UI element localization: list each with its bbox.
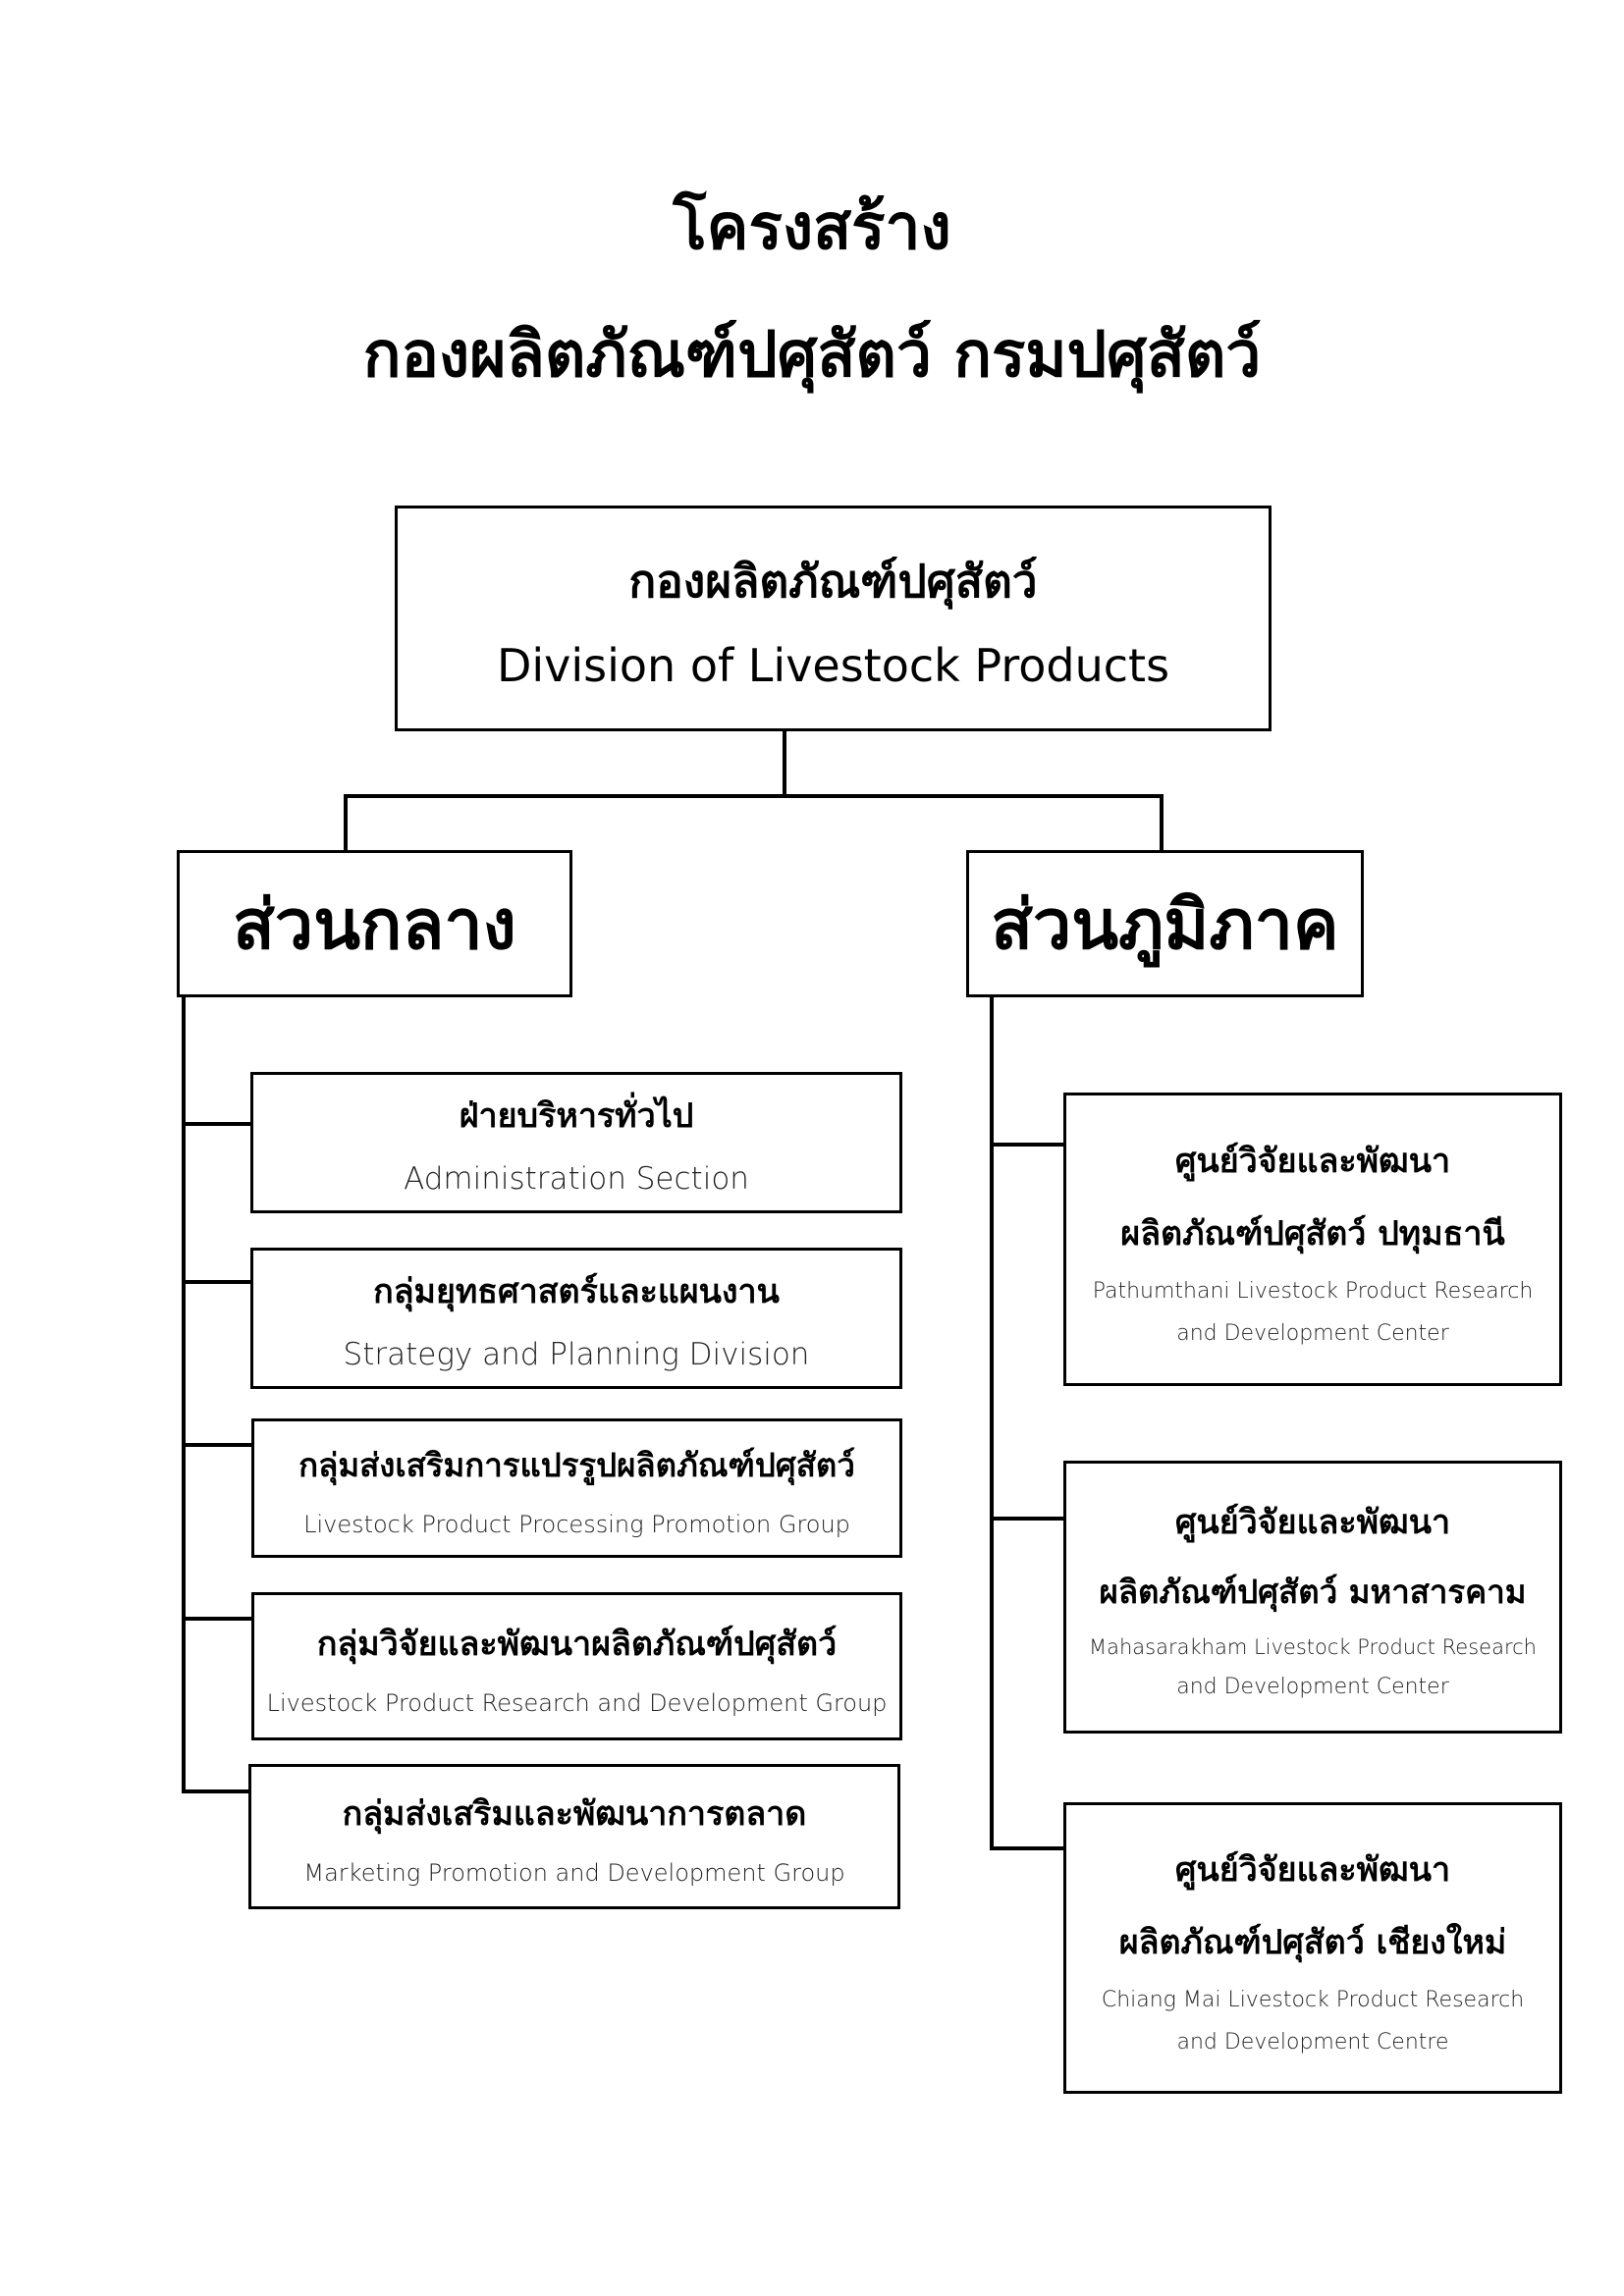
unit-english-name: Livestock Product Research and Developme…	[266, 1688, 888, 1717]
unit-thai-name: ฝ่ายบริหารทั่วไป	[459, 1096, 694, 1136]
regional-unit-pathumthani: ศูนย์วิจัยและพัฒนา ผลิตภัณฑ์ปศุสัตว์ ปทุ…	[1063, 1093, 1562, 1386]
unit-english-name-2: and Development Center	[1176, 1320, 1449, 1346]
central-tick-5	[182, 1789, 251, 1793]
regional-connector	[1160, 794, 1164, 850]
root-thai-name: กองผลิตภัณฑ์ปศุสัตว์	[628, 554, 1038, 608]
regional-unit-chiangmai: ศูนย์วิจัยและพัฒนา ผลิตภัณฑ์ปศุสัตว์ เชี…	[1063, 1802, 1562, 2094]
root-connector	[783, 731, 786, 796]
unit-thai-name: กลุ่มส่งเสริมการแปรรูปผลิตภัณฑ์ปศุสัตว์	[298, 1445, 855, 1484]
central-tick-1	[182, 1122, 251, 1126]
unit-english-name-2: and Development Center	[1176, 1675, 1449, 1699]
central-connector	[344, 794, 348, 850]
unit-thai-name: กลุ่มส่งเสริมและพัฒนาการตลาด	[342, 1794, 807, 1834]
regional-unit-mahasarakham: ศูนย์วิจัยและพัฒนา ผลิตภัณฑ์ปศุสัตว์ มหา…	[1063, 1461, 1562, 1734]
central-tick-4	[182, 1617, 251, 1621]
central-unit-marketing: กลุ่มส่งเสริมและพัฒนาการตลาด Marketing P…	[248, 1764, 900, 1909]
regional-branch-label: ส่วนภูมิภาค	[991, 883, 1339, 965]
unit-thai-name-1: ศูนย์วิจัยและพัฒนา	[1174, 1141, 1451, 1181]
unit-english-name: Administration Section	[404, 1161, 749, 1197]
central-tick-3	[182, 1443, 251, 1447]
central-unit-processing: กลุ่มส่งเสริมการแปรรูปผลิตภัณฑ์ปศุสัตว์ …	[251, 1418, 902, 1558]
central-tick-2	[182, 1280, 251, 1284]
unit-thai-name-1: ศูนย์วิจัยและพัฒนา	[1174, 1503, 1451, 1542]
root-division-box: กองผลิตภัณฑ์ปศุสัตว์ Division of Livesto…	[395, 506, 1272, 731]
branch-crossbar	[344, 794, 1164, 798]
central-unit-research: กลุ่มวิจัยและพัฒนาผลิตภัณฑ์ปศุสัตว์ Live…	[251, 1592, 902, 1740]
unit-english-name-1: Chiang Mai Livestock Product Research	[1101, 1987, 1525, 2012]
root-english-name: Division of Livestock Products	[496, 638, 1170, 692]
central-branch-box: ส่วนกลาง	[177, 850, 572, 997]
regional-tick-3	[990, 1846, 1066, 1850]
unit-thai-name-2: ผลิตภัณฑ์ปศุสัตว์ ปทุมธานี	[1120, 1213, 1505, 1254]
unit-english-name-2: and Development Centre	[1176, 2029, 1449, 2055]
unit-thai-name: กลุ่มยุทธศาสตร์และแผนงาน	[373, 1272, 780, 1311]
page-subtitle: กองผลิตภัณฑ์ปศุสัตว์ กรมปศุสัตว์	[362, 319, 1262, 392]
central-unit-strategy: กลุ่มยุทธศาสตร์และแผนงาน Strategy and Pl…	[250, 1248, 902, 1389]
central-spine	[182, 997, 186, 1793]
unit-thai-name-1: ศูนย์วิจัยและพัฒนา	[1174, 1849, 1451, 1890]
central-unit-admin: ฝ่ายบริหารทั่วไป Administration Section	[250, 1072, 902, 1213]
regional-tick-1	[990, 1143, 1066, 1147]
unit-english-name: Livestock Product Processing Promotion G…	[303, 1510, 850, 1538]
regional-tick-2	[990, 1517, 1066, 1521]
page-title: โครงสร้าง	[673, 191, 951, 264]
regional-spine	[990, 997, 994, 1850]
regional-branch-box: ส่วนภูมิภาค	[966, 850, 1364, 997]
unit-english-name-1: Mahasarakham Livestock Product Research	[1089, 1635, 1537, 1659]
central-branch-label: ส่วนกลาง	[233, 883, 516, 965]
unit-english-name: Strategy and Planning Division	[343, 1337, 810, 1372]
unit-english-name-1: Pathumthani Livestock Product Research	[1092, 1278, 1534, 1304]
unit-thai-name-2: ผลิตภัณฑ์ปศุสัตว์ เชียงใหม่	[1118, 1922, 1507, 1962]
unit-thai-name: กลุ่มวิจัยและพัฒนาผลิตภัณฑ์ปศุสัตว์	[316, 1624, 838, 1664]
unit-english-name: Marketing Promotion and Development Grou…	[303, 1859, 845, 1887]
unit-thai-name-2: ผลิตภัณฑ์ปศุสัตว์ มหาสารคาม	[1099, 1573, 1527, 1611]
